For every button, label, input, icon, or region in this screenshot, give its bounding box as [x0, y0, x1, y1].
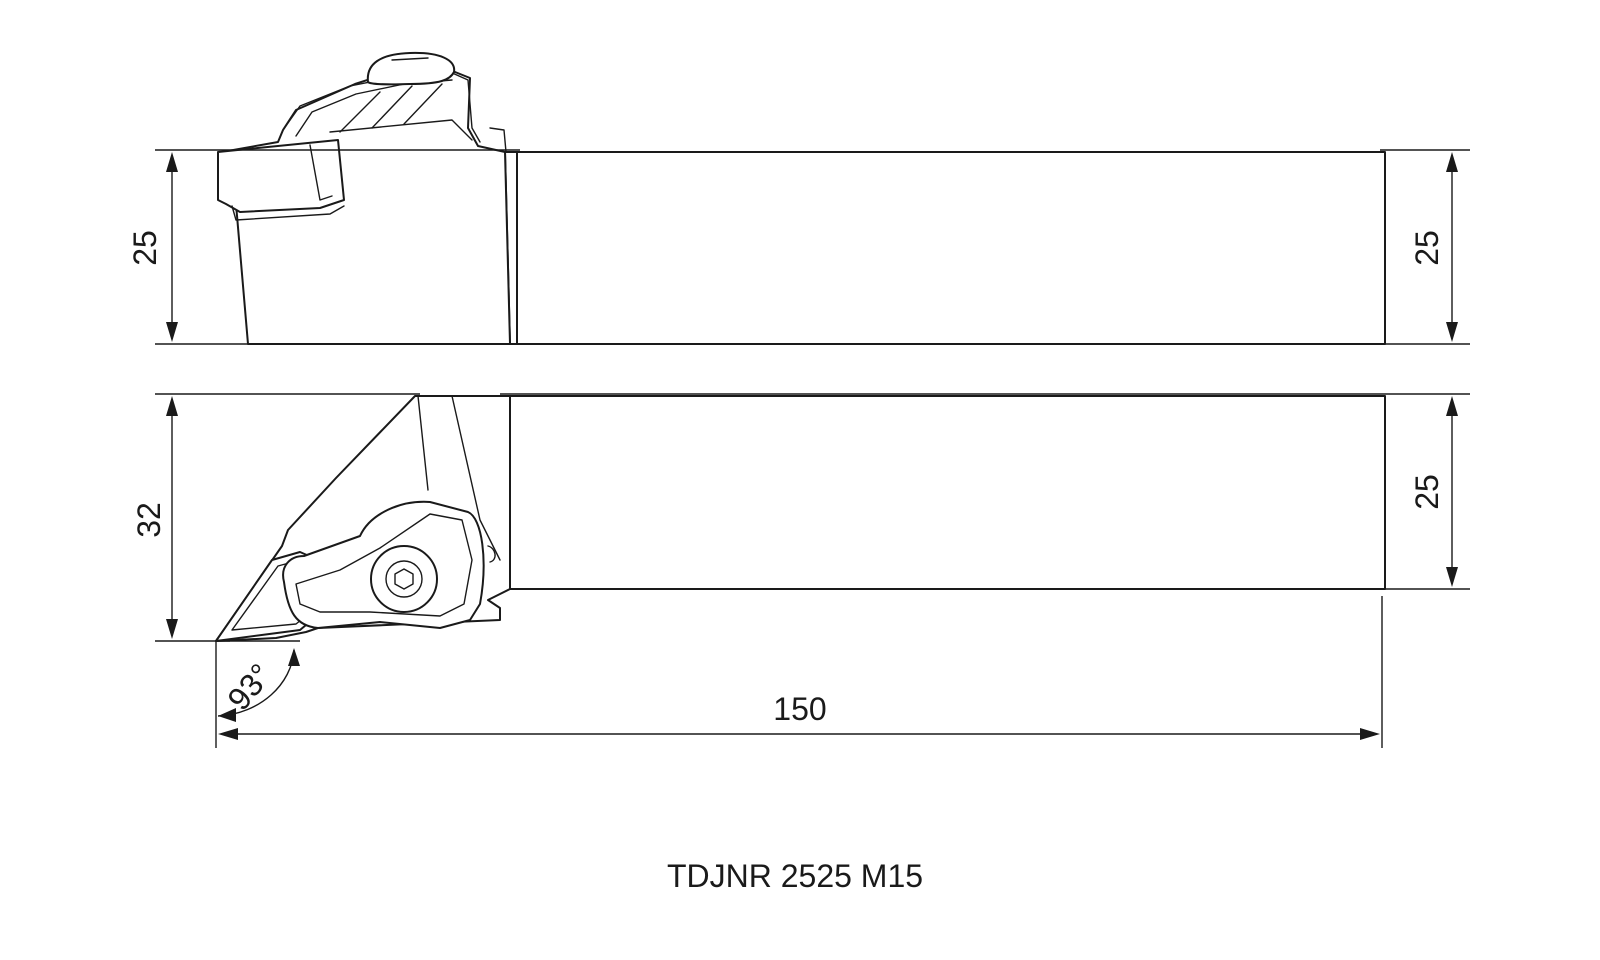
plan-view-shank [509, 395, 1386, 590]
approach-angle-label: 93° [220, 657, 279, 717]
plan-view-clamp [282, 500, 485, 629]
top-right-height-label: 25 [1409, 230, 1445, 266]
overall-length-label: 150 [773, 691, 826, 727]
side-view [217, 51, 1386, 345]
plan-view-dimensions [155, 393, 1470, 748]
top-left-height-label: 25 [127, 230, 163, 266]
bottom-left-width-label: 32 [131, 502, 167, 538]
side-view-screw-head [366, 51, 456, 86]
side-view-shank [516, 151, 1386, 345]
part-number-caption: TDJNR 2525 M15 [667, 858, 923, 894]
clamp-screw [370, 545, 438, 613]
side-view-insert [217, 139, 345, 213]
bottom-right-height-label: 25 [1409, 474, 1445, 510]
side-view-dimensions [155, 149, 1470, 345]
hex-socket [394, 568, 414, 590]
plan-view [215, 395, 1386, 642]
